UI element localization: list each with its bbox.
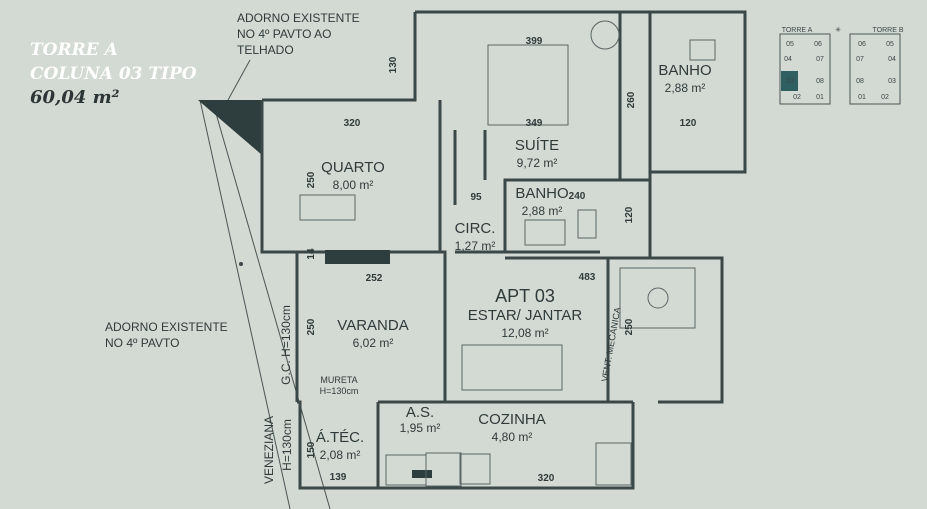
dim-label: 483 bbox=[579, 272, 596, 283]
key-unit: 03 bbox=[786, 78, 794, 85]
key-torre-a: TORRE A bbox=[782, 27, 813, 34]
key-unit: 01 bbox=[858, 94, 866, 101]
dim-label: 120 bbox=[624, 206, 635, 223]
dim-label: 240 bbox=[569, 191, 586, 202]
sink-social bbox=[524, 219, 566, 246]
title-column: COLUNA 03 TIPO bbox=[30, 64, 197, 84]
room-banho-social-area: 2,88 m² bbox=[522, 204, 563, 218]
note-adorno-left: NO 4º PAVTO bbox=[105, 336, 179, 350]
room-circ-area: 1,27 m² bbox=[455, 239, 496, 253]
window-dark bbox=[325, 250, 390, 264]
room-varanda-name: VARANDA bbox=[337, 317, 408, 334]
note-adorno-top: TELHADO bbox=[237, 43, 294, 57]
key-unit: 08 bbox=[856, 78, 864, 85]
fridge bbox=[595, 442, 632, 486]
room-atec-area: 2,08 m² bbox=[320, 448, 361, 462]
note-mureta: H=130cm bbox=[320, 386, 359, 396]
sink-dark bbox=[412, 470, 432, 478]
dim-label: 139 bbox=[330, 472, 347, 483]
title-area: 60,04 m² bbox=[30, 87, 120, 108]
key-unit: 04 bbox=[888, 56, 896, 63]
room-suite-area: 9,72 m² bbox=[517, 156, 558, 170]
sofa bbox=[461, 344, 563, 391]
dining-centerpiece bbox=[647, 287, 669, 309]
leader-dot bbox=[239, 262, 243, 266]
toilet-social bbox=[577, 209, 597, 239]
room-quarto-name: QUARTO bbox=[321, 159, 385, 176]
dim-label: 130 bbox=[388, 56, 399, 73]
note-veneziana: VENEZIANA bbox=[262, 416, 276, 484]
key-unit: 05 bbox=[886, 41, 894, 48]
dim-label: 120 bbox=[680, 118, 697, 129]
room-as-name: A.S. bbox=[406, 404, 434, 421]
key-highlight-unit bbox=[781, 71, 798, 91]
key-unit: 06 bbox=[858, 41, 866, 48]
key-unit: 05 bbox=[786, 41, 794, 48]
round-table bbox=[590, 20, 620, 50]
dim-label: 260 bbox=[626, 91, 637, 108]
oven bbox=[425, 452, 462, 487]
note-veneziana: H=130cm bbox=[280, 419, 294, 471]
key-unit: 02 bbox=[793, 94, 801, 101]
walls bbox=[260, 10, 747, 490]
compass-icon: ✳ bbox=[835, 26, 841, 34]
key-tower-b bbox=[849, 33, 901, 105]
bed bbox=[487, 44, 569, 126]
room-atec-name: Á.TÉC. bbox=[316, 429, 364, 446]
dim-label: 250 bbox=[624, 318, 635, 335]
dining-table bbox=[619, 267, 696, 329]
dim-label: 250 bbox=[306, 318, 317, 335]
dim-label: 252 bbox=[366, 273, 383, 284]
note-vent: VENT. MECÂNICA bbox=[600, 306, 623, 382]
adorno-shape bbox=[198, 100, 262, 155]
room-banho-suite-area: 2,88 m² bbox=[665, 81, 706, 95]
dim-label: 14 bbox=[306, 248, 317, 260]
dim-label: 320 bbox=[344, 118, 361, 129]
key-unit: 07 bbox=[816, 56, 824, 63]
key-unit: 02 bbox=[881, 94, 889, 101]
room-banho-suite-name: BANHO bbox=[658, 62, 711, 79]
key-unit: 08 bbox=[816, 78, 824, 85]
title-tower: TORRE A bbox=[30, 40, 118, 60]
key-unit: 06 bbox=[814, 41, 822, 48]
stove bbox=[459, 453, 491, 485]
room-quarto-area: 8,00 m² bbox=[333, 178, 374, 192]
toilet-suite bbox=[689, 39, 716, 61]
key-torre-b: TORRE B bbox=[873, 27, 904, 34]
key-unit: 07 bbox=[856, 56, 864, 63]
room-circ-name: CIRC. bbox=[455, 220, 496, 237]
key-unit: 03 bbox=[888, 78, 896, 85]
key-unit: 01 bbox=[816, 94, 824, 101]
dim-label: 150 bbox=[306, 441, 317, 458]
room-estar-name: ESTAR/ JANTAR bbox=[468, 307, 583, 324]
note-adorno-top: NO 4º PAVTO AO bbox=[237, 27, 331, 41]
apt-number: APT 03 bbox=[495, 286, 555, 306]
key-plan: TORRE A TORRE B ✳ 05 06 04 07 03 08 02 0… bbox=[779, 26, 904, 105]
dim-label: 320 bbox=[538, 473, 555, 484]
facade-guide bbox=[199, 99, 291, 509]
room-banho-social-name: BANHO bbox=[515, 185, 568, 202]
dim-label: 399 bbox=[526, 36, 543, 47]
note-gc: G.C. H=130cm bbox=[279, 305, 293, 385]
desk bbox=[299, 194, 356, 221]
room-cozinha-name: COZINHA bbox=[478, 411, 546, 428]
room-varanda-area: 6,02 m² bbox=[353, 336, 394, 350]
key-unit: 04 bbox=[784, 56, 792, 63]
leader-line bbox=[227, 59, 251, 101]
note-adorno-top: ADORNO EXISTENTE bbox=[237, 11, 360, 25]
note-adorno-left: ADORNO EXISTENTE bbox=[105, 320, 228, 334]
facade-guide bbox=[214, 109, 331, 509]
key-tower-a bbox=[779, 33, 831, 105]
dim-label: 250 bbox=[306, 171, 317, 188]
room-as-area: 1,95 m² bbox=[400, 421, 441, 435]
dim-label: 95 bbox=[470, 192, 482, 203]
dim-label: 349 bbox=[526, 118, 543, 129]
room-estar-area: 12,08 m² bbox=[501, 326, 548, 340]
room-suite-name: SUÍTE bbox=[515, 137, 559, 154]
note-mureta: MURETA bbox=[320, 375, 357, 385]
room-cozinha-area: 4,80 m² bbox=[492, 430, 533, 444]
